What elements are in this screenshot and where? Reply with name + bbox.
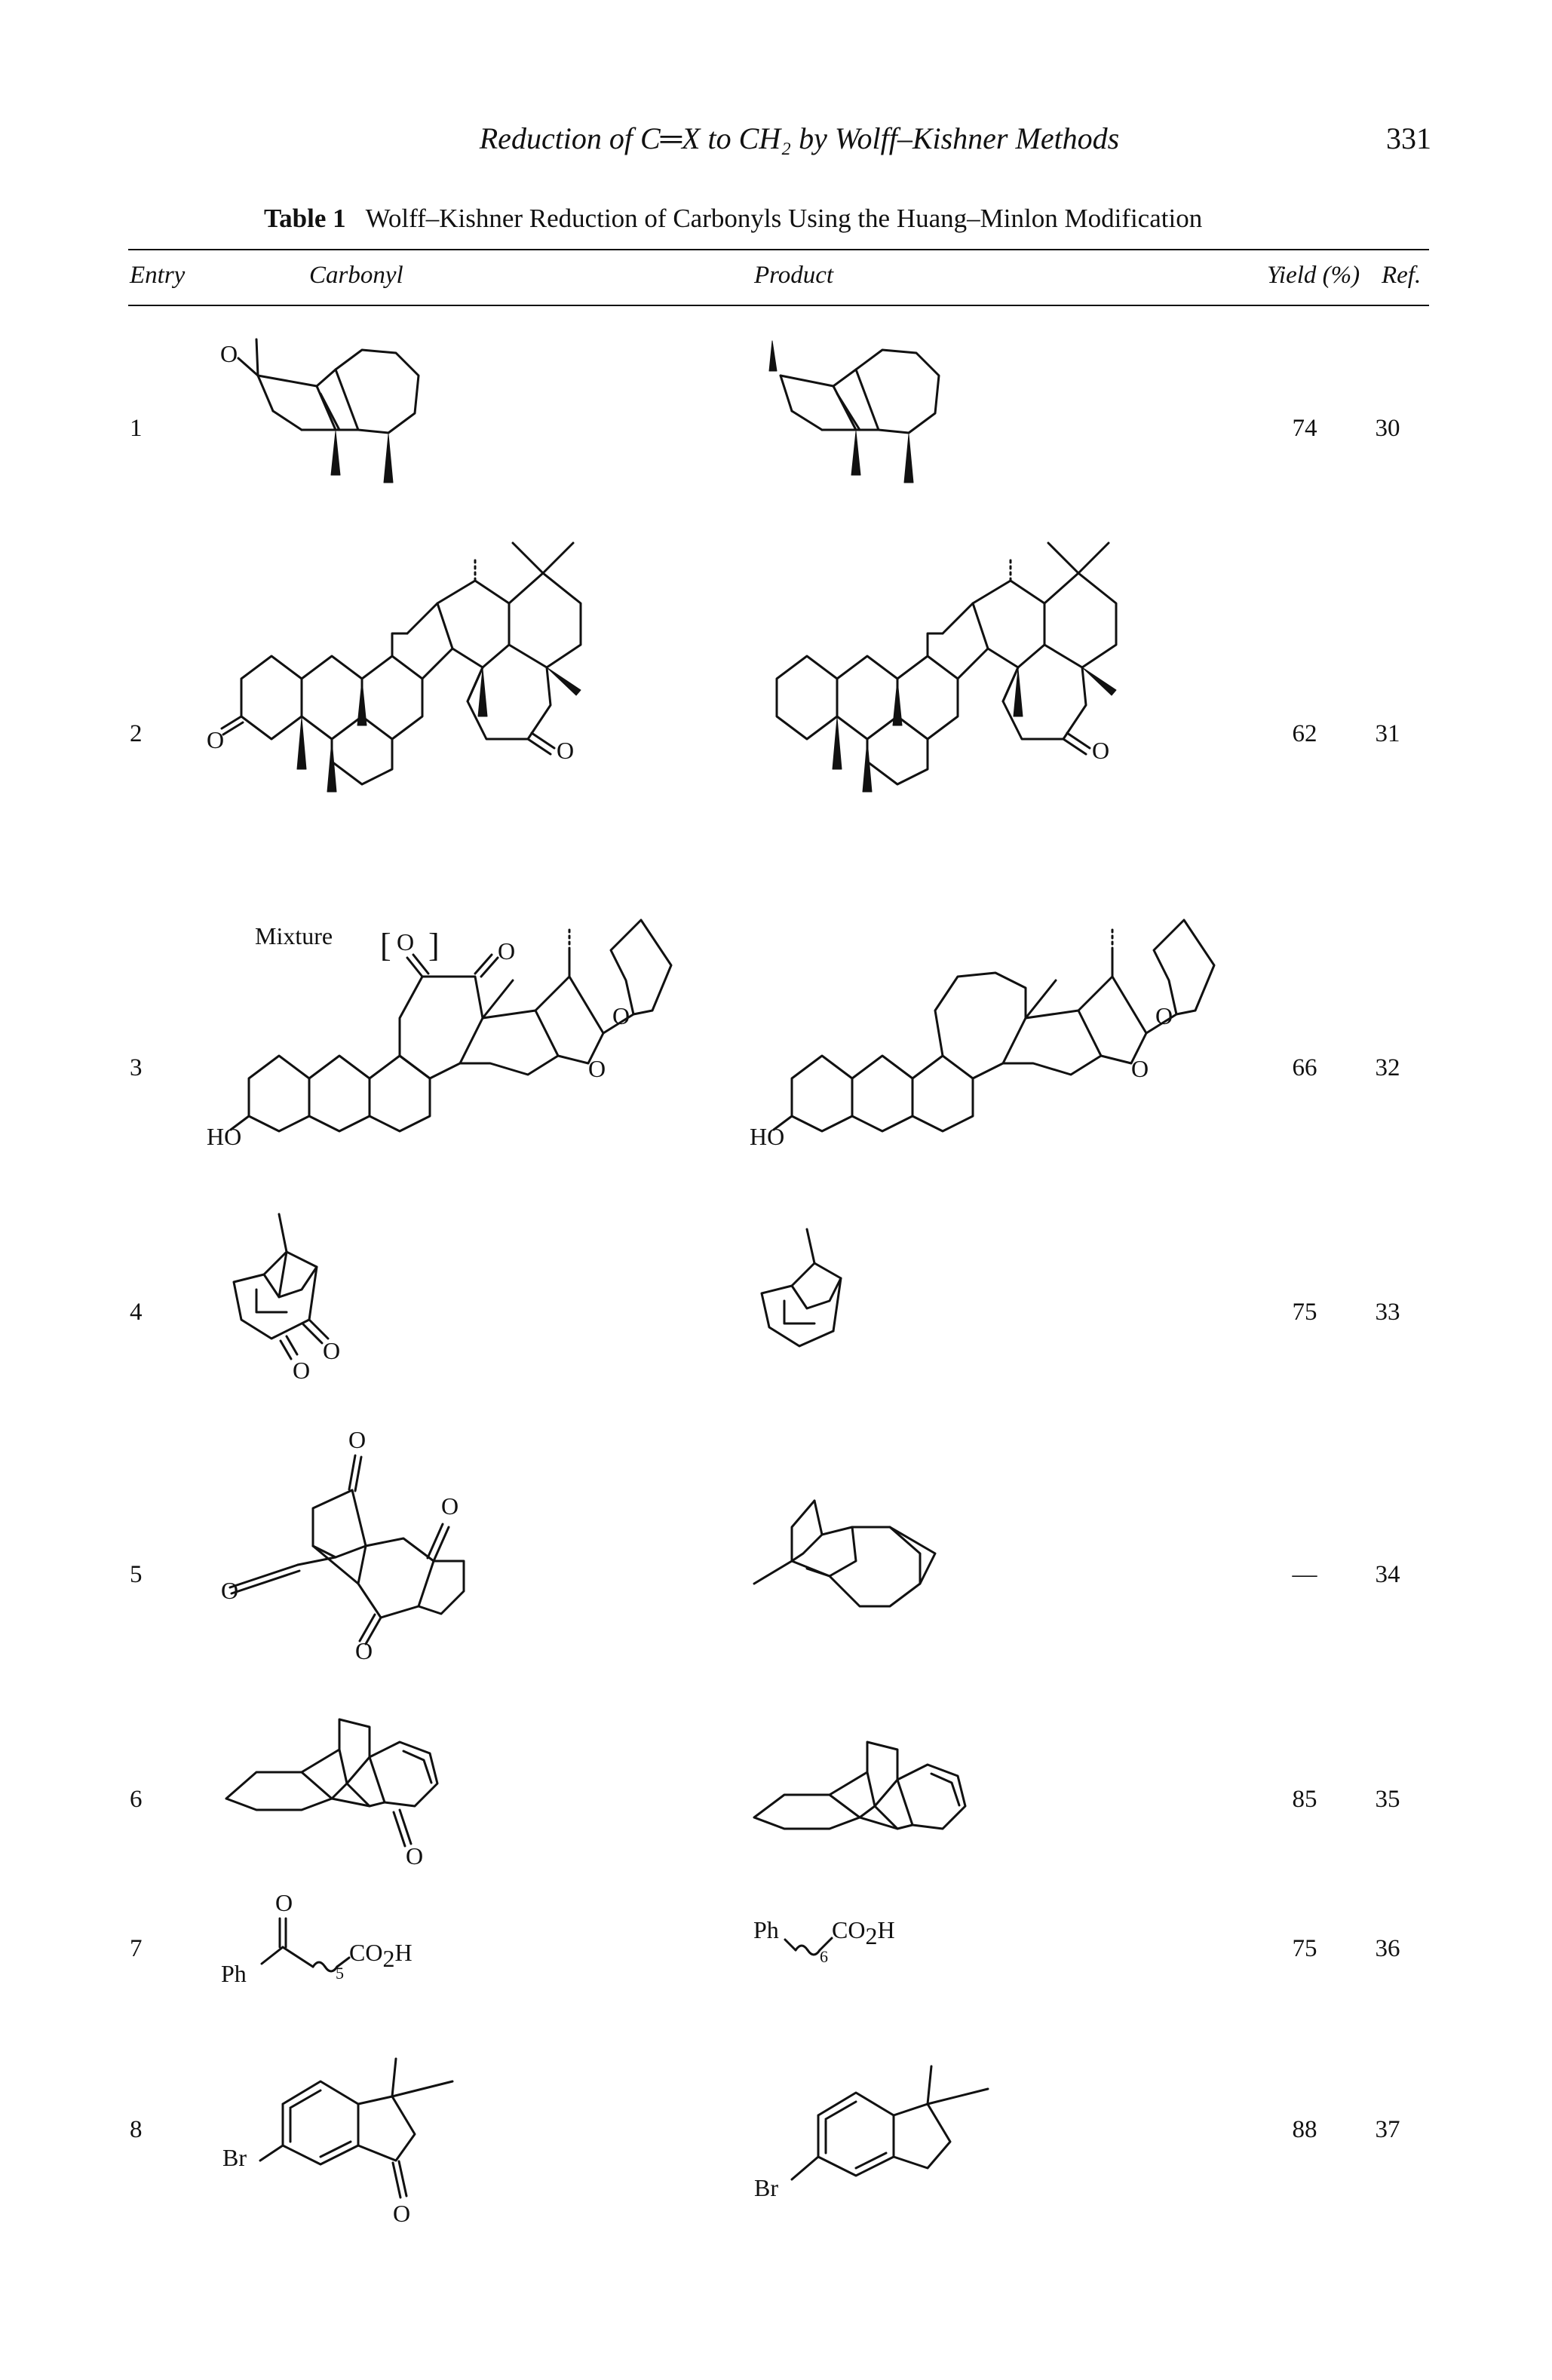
header-yield: Yield (%) (1267, 262, 1360, 289)
header-product: Product (754, 262, 834, 289)
entry-number: 5 (130, 1561, 143, 1588)
table-caption: Table 1 Wolff–Kishner Reduction of Carbon… (264, 204, 1320, 234)
carboxyl-label: CO2H (832, 1916, 895, 1949)
ref-value: 31 (1375, 720, 1400, 747)
carbonyl-structure-1: O (220, 338, 420, 483)
carbonyl-structure-5: O O O O (221, 1426, 465, 1664)
atom-label-oxygen: O (557, 737, 574, 764)
ref-value: 32 (1375, 1054, 1400, 1081)
atom-label-oxygen: O (406, 1842, 423, 1869)
table-caption-text: Wolff–Kishner Reduction of Carbonyls Usi… (365, 204, 1203, 233)
table-header-rule (128, 305, 1429, 306)
carbonyl-structure-6: O (225, 1718, 439, 1869)
atom-label-oxygen: O (323, 1337, 340, 1364)
carbonyl-structure-3: Mixture [ O ] O O O HO (207, 919, 673, 1150)
carbonyl-structure-8: O Br (222, 2057, 454, 2227)
chain-count: 6 (820, 1947, 828, 1966)
product-structure-3: O O HO (750, 919, 1216, 1150)
product-structure-8: Br (754, 2065, 989, 2201)
carbonyl-structure-7: O Ph 5 CO2H (221, 1889, 413, 1987)
yield-value: 75 (1292, 1935, 1317, 1962)
yield-value: — (1292, 1561, 1317, 1588)
entry-number: 3 (130, 1054, 143, 1081)
atom-label-oxygen: O (1155, 1002, 1173, 1029)
ref-value: 37 (1375, 2116, 1400, 2143)
atom-label-oxygen: O (220, 340, 238, 367)
ref-value: 33 (1375, 1299, 1400, 1326)
product-structure-5 (753, 1499, 937, 1608)
atom-label-phenyl: Ph (753, 1916, 779, 1943)
table-label: Table 1 (264, 204, 346, 233)
yield-value: 74 (1292, 415, 1317, 442)
product-structure-7: Ph 6 CO2H (753, 1916, 895, 1966)
page-number: 331 (1386, 121, 1431, 155)
mixture-label: Mixture (255, 922, 333, 949)
atom-label-oxygen: O (1131, 1055, 1149, 1082)
carbonyl-structure-2: O O (207, 541, 582, 793)
bracket-close: ] (428, 927, 440, 964)
atom-label-oxygen: O (441, 1492, 459, 1520)
atom-label-oxygen: O (348, 1426, 366, 1453)
ref-value: 36 (1375, 1935, 1400, 1962)
entry-number: 8 (130, 2116, 143, 2143)
atom-label-oxygen: O (397, 928, 414, 955)
entry-number: 7 (130, 1935, 143, 1962)
atom-label-oxygen: O (498, 937, 515, 965)
atom-label-oxygen: O (207, 726, 224, 753)
entry-number: 2 (130, 720, 143, 747)
product-structure-1 (768, 340, 940, 483)
ref-value: 34 (1375, 1561, 1400, 1588)
yield-value: 85 (1292, 1786, 1317, 1813)
carbonyl-structure-4: O O (232, 1213, 340, 1384)
atom-label-oxygen: O (393, 2200, 410, 2227)
atom-label-oxygen: O (1092, 737, 1109, 764)
atom-label-oxygen: O (293, 1357, 310, 1384)
product-structure-2: O (775, 541, 1118, 793)
carboxyl-label: CO2H (349, 1939, 413, 1972)
header-entry: Entry (130, 262, 186, 289)
atom-label-oxygen: O (275, 1889, 293, 1916)
atom-label-oxygen: O (221, 1577, 238, 1604)
yield-value: 88 (1292, 2116, 1317, 2143)
atom-label-bromo: Br (754, 2174, 778, 2201)
atom-label-oxygen: O (355, 1637, 373, 1664)
entry-number: 1 (130, 415, 143, 442)
header-ref: Ref. (1382, 262, 1422, 289)
atom-label-hydroxyl: HO (207, 1123, 241, 1150)
yield-value: 62 (1292, 720, 1317, 747)
ref-value: 35 (1375, 1786, 1400, 1813)
entry-number: 6 (130, 1786, 143, 1813)
atom-label-oxygen: O (588, 1055, 606, 1082)
product-structure-4 (760, 1228, 842, 1348)
atom-label-phenyl: Ph (221, 1960, 247, 1987)
chain-count: 5 (336, 1964, 344, 1983)
atom-label-hydroxyl: HO (750, 1123, 784, 1150)
atom-label-oxygen: O (612, 1002, 630, 1029)
yield-value: 75 (1292, 1299, 1317, 1326)
table-top-rule (128, 249, 1429, 250)
header-carbonyl: Carbonyl (309, 262, 403, 289)
atom-label-bromo: Br (222, 2144, 247, 2171)
bracket-open: [ (380, 927, 391, 964)
ref-value: 30 (1375, 415, 1400, 442)
running-head: Reduction of C═X to CH₂ by Wolff–Kishner… (479, 121, 1120, 155)
entry-number: 4 (130, 1299, 143, 1326)
yield-value: 66 (1292, 1054, 1317, 1081)
product-structure-6 (753, 1741, 967, 1830)
